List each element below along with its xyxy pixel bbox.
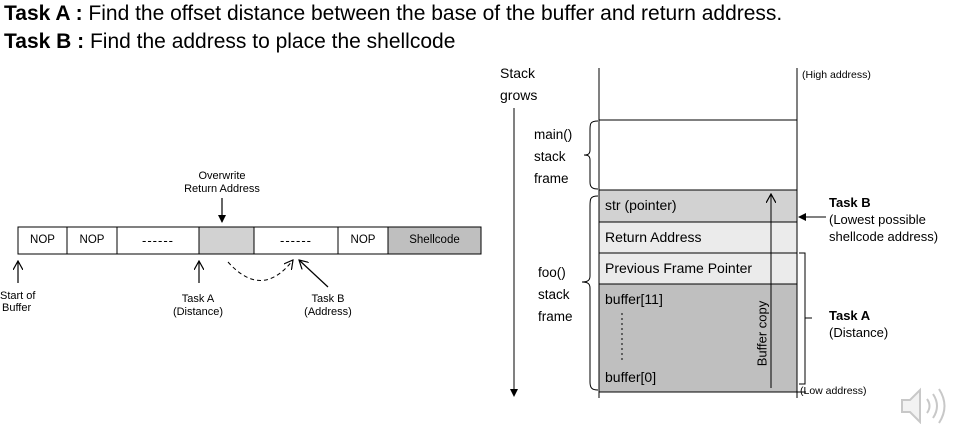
task-a-note-line1: (Distance) bbox=[829, 325, 889, 340]
task-b-heading: Task B : Find the address to place the s… bbox=[4, 30, 455, 54]
stack-grows-line2: grows bbox=[500, 87, 538, 103]
task-a-note: Task A (Distance) bbox=[829, 307, 888, 341]
dash-1-label: ------ bbox=[142, 233, 174, 248]
high-address-label: (High address) bbox=[802, 69, 871, 81]
task-b-label-line1: Task B bbox=[311, 293, 345, 305]
stack-column bbox=[598, 68, 798, 398]
previous-frame-pointer-label: Previous Frame Pointer bbox=[605, 260, 753, 276]
cell-nop-3 bbox=[337, 226, 389, 255]
shellcode-label: Shellcode bbox=[409, 234, 460, 246]
task-b-note-line2: shellcode address) bbox=[829, 229, 939, 244]
start-label-line2: Buffer bbox=[2, 302, 32, 314]
nop-1-label: NOP bbox=[30, 234, 55, 246]
stack-grows-line1: Stack bbox=[500, 65, 536, 81]
main-frame-brace bbox=[583, 120, 599, 190]
foo-frame-line2: stack bbox=[538, 287, 570, 302]
start-label-line1: Start of bbox=[0, 290, 36, 302]
task-a-note-title: Task A bbox=[829, 308, 871, 323]
buffer-11-label: buffer[11] bbox=[605, 291, 663, 307]
task-b-note-title: Task B bbox=[829, 195, 871, 210]
task-a-prefix: Task A : bbox=[4, 2, 83, 25]
task-a-label-line2: (Distance) bbox=[172, 306, 224, 318]
cell-dash-2 bbox=[253, 226, 339, 255]
overwrite-label-line1: Overwrite bbox=[198, 170, 246, 182]
low-address-label: (Low address) bbox=[800, 385, 867, 397]
task-a-bracket bbox=[799, 252, 812, 385]
cell-shellcode bbox=[387, 226, 482, 255]
cell-return-address bbox=[198, 226, 255, 255]
foo-frame-line1: foo() bbox=[538, 265, 566, 280]
foo-frame-line3: frame bbox=[538, 309, 573, 324]
task-a-label-line1: Task A bbox=[181, 293, 215, 305]
main-frame-line3: frame bbox=[534, 171, 569, 186]
stack-grows-label: Stack grows bbox=[500, 62, 537, 106]
speaker-icon[interactable] bbox=[901, 387, 946, 424]
row-buffer bbox=[598, 283, 798, 393]
nop-3-label: NOP bbox=[350, 234, 376, 246]
task-b-label-line2: (Address) bbox=[304, 306, 352, 318]
str-pointer-label: str (pointer) bbox=[605, 197, 677, 213]
task-b-arrow bbox=[299, 260, 329, 288]
task-a-heading: Task A : Find the offset distance betwee… bbox=[4, 2, 782, 26]
cell-dash-1 bbox=[116, 226, 200, 255]
task-b-address-label: Task B (Address) bbox=[288, 293, 368, 319]
foo-frame-label: foo() stack frame bbox=[538, 262, 573, 328]
overwrite-label-line2: Return Address bbox=[184, 183, 260, 195]
overwrite-label: Overwrite Return Address bbox=[150, 170, 294, 196]
main-frame-box bbox=[598, 119, 798, 191]
main-frame-line1: main() bbox=[534, 127, 573, 142]
task-b-note-line1: (Lowest possible bbox=[829, 212, 926, 227]
buffer-copy-label: Buffer copy bbox=[754, 300, 770, 367]
buffer-row bbox=[17, 226, 482, 255]
foo-frame-brace bbox=[581, 195, 599, 391]
jump-dashed-arrow bbox=[227, 260, 293, 281]
buffer-0-label: buffer[0] bbox=[605, 369, 657, 385]
task-a-distance-label: Task A (Distance) bbox=[158, 293, 238, 319]
nop-2-label: NOP bbox=[79, 234, 105, 246]
task-b-prefix: Task B : bbox=[4, 30, 85, 53]
cell-nop-2 bbox=[66, 226, 118, 255]
row-return-address bbox=[598, 221, 798, 254]
start-of-buffer-label: Start of Buffer bbox=[0, 290, 46, 314]
task-b-note: Task B (Lowest possible shellcode addres… bbox=[829, 194, 938, 245]
main-frame-line2: stack bbox=[534, 149, 566, 164]
row-str-pointer bbox=[598, 189, 798, 223]
main-frame-label: main() stack frame bbox=[534, 124, 572, 190]
task-a-text: Find the offset distance between the bas… bbox=[82, 2, 783, 25]
return-address-label: Return Address bbox=[605, 229, 702, 245]
dash-2-label: ------ bbox=[280, 233, 312, 248]
task-b-text: Find the address to place the shellcode bbox=[84, 30, 456, 53]
